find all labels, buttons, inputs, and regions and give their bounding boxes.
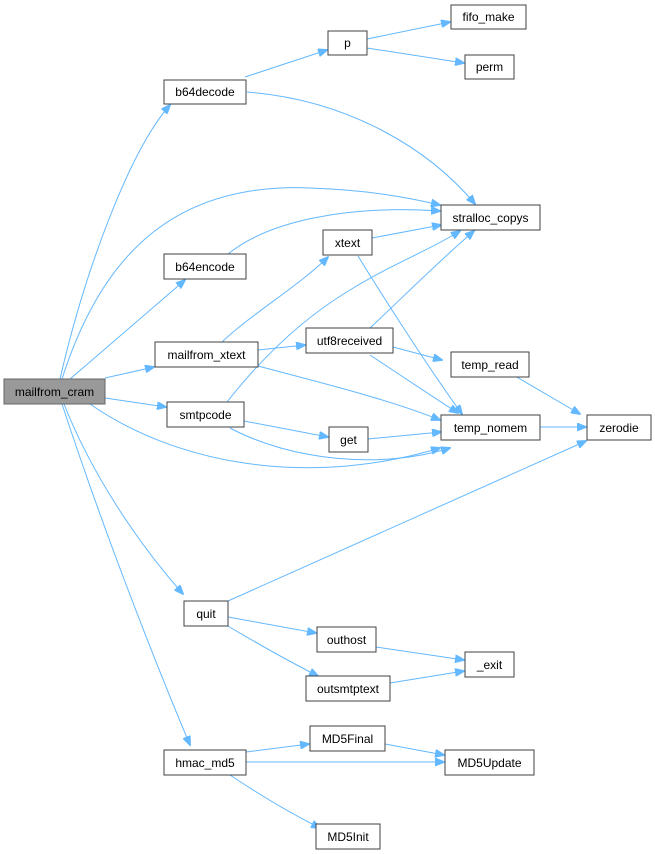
node-label: temp_nomem — [454, 421, 527, 435]
node-mailfrom_cram[interactable]: mailfrom_cram — [3, 378, 106, 405]
node-label: b64decode — [175, 85, 235, 99]
node-label: outsmtptext — [317, 682, 380, 696]
node-label: hmac_md5 — [175, 756, 235, 770]
edge-quit-outhost — [227, 616, 316, 633]
node-hmac_md5[interactable]: hmac_md5 — [163, 749, 247, 776]
node-MD5Update[interactable]: MD5Update — [444, 749, 535, 776]
node-label: mailfrom_xtext — [167, 348, 246, 362]
node-temp_read[interactable]: temp_read — [450, 351, 530, 378]
edge-utf8received-temp_nomem — [369, 354, 458, 413]
edge-mailfrom_cram-temp_nomem — [89, 403, 440, 469]
node-quit[interactable]: quit — [183, 600, 229, 627]
edge-outsmtptext-_exit — [389, 671, 464, 684]
node-label: get — [340, 433, 357, 447]
node-b64decode[interactable]: b64decode — [163, 79, 247, 105]
node-label: fifo_make — [462, 10, 514, 24]
edge-p-perm — [366, 47, 464, 63]
edge-smtpcode-stralloc_copys — [226, 231, 460, 403]
node-smtpcode[interactable]: smtpcode — [166, 401, 245, 428]
edge-quit-outsmtptext — [225, 624, 318, 676]
node-get[interactable]: get — [328, 426, 369, 453]
node-temp_nomem[interactable]: temp_nomem — [440, 414, 541, 441]
edge-hmac_md5-MD5Init — [229, 774, 320, 828]
edge-b64decode-stralloc_copys — [246, 91, 475, 204]
node-mailfrom_xtext[interactable]: mailfrom_xtext — [154, 341, 259, 368]
edge-outhost-_exit — [375, 646, 464, 660]
edge-temp_read-zerodie — [514, 375, 580, 414]
edge-mailfrom_xtext-temp_nomem — [257, 365, 440, 420]
edge-utf8received-stralloc_copys — [369, 231, 474, 329]
edge-smtpcode-get — [243, 420, 328, 437]
edge-utf8received-temp_read — [392, 346, 442, 360]
node-label: b64encode — [175, 260, 235, 274]
nodes: mailfrom_cram b64decode p fifo_make perm… — [3, 4, 652, 850]
node-label: _exit — [476, 658, 503, 672]
edge-mailfrom_xtext-xtext — [221, 257, 328, 343]
edge-p-fifo_make — [366, 22, 450, 40]
edge-quit-zerodie — [227, 441, 586, 602]
edge-b64decode-p — [244, 50, 327, 78]
node-label: zerodie — [599, 421, 639, 435]
node-MD5Final[interactable]: MD5Final — [309, 725, 386, 752]
edge-mailfrom_xtext-utf8received — [257, 345, 305, 351]
edge-MD5Final-MD5Update — [384, 743, 444, 755]
node-MD5Init[interactable]: MD5Init — [315, 823, 381, 850]
edge-get-temp_nomem — [367, 432, 441, 440]
edge-mailfrom_cram-hmac_md5 — [61, 403, 190, 745]
node-xtext[interactable]: xtext — [322, 229, 373, 256]
node-label: mailfrom_cram — [15, 385, 94, 399]
node-label: smtpcode — [179, 408, 231, 422]
node-label: quit — [196, 607, 216, 621]
node-label: stralloc_copys — [452, 211, 528, 225]
edge-xtext-stralloc_copys — [371, 225, 441, 239]
node-label: MD5Final — [322, 732, 373, 746]
edge-b64encode-stralloc_copys — [227, 210, 440, 255]
node-p[interactable]: p — [327, 30, 368, 56]
edges — [59, 22, 586, 828]
node-label: MD5Init — [327, 830, 369, 844]
node-label: utf8received — [317, 334, 382, 348]
edge-mailfrom_cram-b64encode — [69, 280, 185, 380]
node-label: perm — [476, 60, 503, 74]
edge-mailfrom_cram-stralloc_copys — [61, 187, 440, 380]
node-label: temp_read — [461, 358, 518, 372]
edge-mailfrom_cram-quit — [63, 403, 183, 594]
edge-smtpcode-temp_nomem — [229, 427, 450, 461]
edge-mailfrom_cram-mailfrom_xtext — [104, 367, 154, 379]
node-zerodie[interactable]: zerodie — [586, 414, 652, 441]
node-outsmtptext[interactable]: outsmtptext — [305, 675, 391, 702]
edge-xtext-temp_nomem — [357, 255, 462, 414]
edge-mailfrom_cram-smtpcode — [104, 397, 166, 407]
edge-mailfrom_cram-b64decode — [59, 105, 170, 380]
node-_exit[interactable]: _exit — [464, 651, 515, 678]
node-stralloc_copys[interactable]: stralloc_copys — [440, 204, 541, 231]
node-b64encode[interactable]: b64encode — [163, 253, 247, 280]
node-utf8received[interactable]: utf8received — [305, 327, 394, 354]
node-label: xtext — [335, 236, 361, 250]
node-fifo_make[interactable]: fifo_make — [450, 4, 527, 30]
node-perm[interactable]: perm — [464, 54, 515, 80]
edge-hmac_md5-MD5Final — [245, 744, 309, 753]
node-label: p — [344, 36, 351, 50]
node-outhost[interactable]: outhost — [316, 626, 377, 653]
node-label: MD5Update — [457, 756, 521, 770]
node-label: outhost — [327, 633, 367, 647]
